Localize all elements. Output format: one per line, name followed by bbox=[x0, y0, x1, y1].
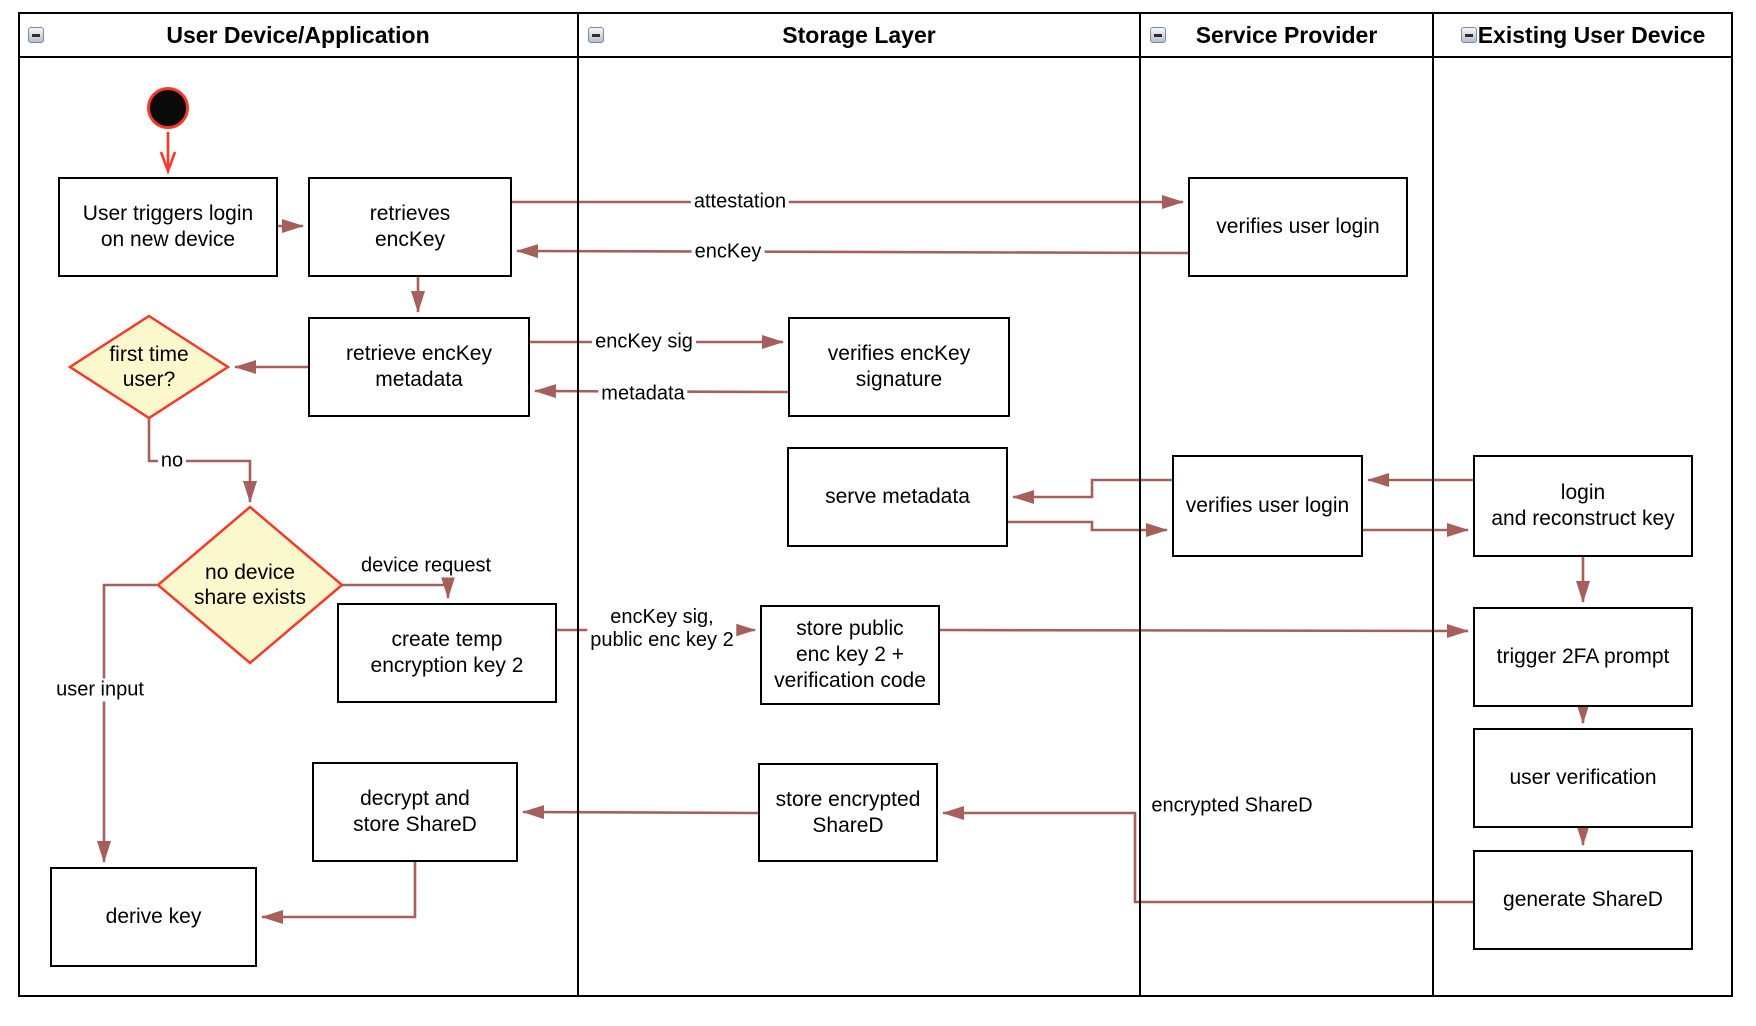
lane-title: Existing User Device bbox=[1477, 21, 1706, 48]
node-create-temp-key2[interactable]: create temp encryption key 2 bbox=[337, 603, 557, 703]
node-store-public-key2[interactable]: store public enc key 2 + verification co… bbox=[760, 605, 940, 705]
node-no-device-share[interactable] bbox=[156, 505, 344, 665]
node-user-verification[interactable]: user verification bbox=[1473, 728, 1693, 828]
lane-header-service-provider[interactable]: Service Provider bbox=[1140, 14, 1433, 56]
node-user-triggers-login[interactable]: User triggers login on new device bbox=[58, 177, 278, 277]
node-derive-key[interactable]: derive key bbox=[50, 867, 257, 967]
lane-header-user-device-application[interactable]: User Device/Application bbox=[18, 14, 578, 56]
node-verifies-signature[interactable]: verifies encKey signature bbox=[788, 317, 1010, 417]
edge-label-attestation: attestation bbox=[690, 190, 790, 214]
lane-title: Storage Layer bbox=[782, 21, 936, 48]
edge-label-enckey-sig: encKey sig bbox=[592, 330, 696, 354]
lane-divider bbox=[1139, 12, 1141, 997]
edge-verifies2-to-serve bbox=[1012, 478, 1172, 504]
edge-storepub-to-2fa bbox=[939, 623, 1469, 638]
edge-storeenc-to-decrypt bbox=[522, 805, 759, 820]
node-label-no-device-share: no device share exists bbox=[193, 561, 307, 609]
edge-firsttime-no bbox=[147, 418, 257, 503]
edge-label-encrypted-shared: encrypted ShareD bbox=[1148, 794, 1316, 818]
edge-label-firsttime-no: no bbox=[157, 449, 187, 473]
header-divider bbox=[18, 56, 1733, 58]
lane-header-storage-layer[interactable]: Storage Layer bbox=[578, 14, 1140, 56]
node-store-encrypted-shared[interactable]: store encrypted ShareD bbox=[758, 763, 938, 862]
node-start-icon[interactable] bbox=[147, 87, 189, 129]
node-retrieve-metadata[interactable]: retrieve encKey metadata bbox=[308, 317, 530, 417]
edge-enckey-return bbox=[516, 244, 1189, 259]
edge-encrypted-shared bbox=[942, 806, 1473, 904]
collapse-minus-icon[interactable] bbox=[28, 27, 44, 43]
collapse-minus-icon[interactable] bbox=[1460, 27, 1477, 43]
edge-decrypt-to-derive bbox=[261, 862, 417, 924]
edge-label-enckey-return: encKey bbox=[691, 240, 765, 264]
edge-device-request bbox=[342, 577, 455, 599]
node-verifies-user-login-1[interactable]: verifies user login bbox=[1188, 177, 1408, 277]
edge-serve-to-verifies2 bbox=[1008, 520, 1168, 537]
diagram-border bbox=[18, 12, 1733, 997]
lane-divider bbox=[577, 12, 579, 997]
node-trigger-2fa-prompt[interactable]: trigger 2FA prompt bbox=[1473, 607, 1693, 707]
node-verifies-user-login-2[interactable]: verifies user login bbox=[1172, 455, 1363, 557]
edge-label-metadata-return: metadata bbox=[598, 382, 688, 406]
collapse-minus-icon[interactable] bbox=[1150, 27, 1166, 43]
lane-title: Service Provider bbox=[1195, 21, 1378, 48]
collapse-minus-icon[interactable] bbox=[588, 27, 604, 43]
lane-header-existing-user-device[interactable]: Existing User Device bbox=[1433, 14, 1733, 56]
edge-label-device-request: device request bbox=[357, 554, 495, 578]
node-login-reconstruct-key[interactable]: login and reconstruct key bbox=[1473, 455, 1693, 557]
node-generate-shared[interactable]: generate ShareD bbox=[1473, 850, 1693, 950]
node-label-first-time-user: first time user? bbox=[109, 343, 189, 391]
node-first-time-user[interactable] bbox=[67, 314, 231, 420]
lane-title: User Device/Application bbox=[166, 21, 430, 48]
edge-user-input bbox=[97, 583, 158, 863]
node-retrieves-enckey[interactable]: retrieves encKey bbox=[308, 177, 512, 277]
node-serve-metadata[interactable]: serve metadata bbox=[787, 447, 1008, 547]
node-decrypt-store-shared[interactable]: decrypt and store ShareD bbox=[312, 762, 518, 862]
edge-label-enckey-sig-pubkey2: encKey sig, public enc key 2 bbox=[587, 606, 737, 652]
lane-divider bbox=[1432, 12, 1434, 997]
edge-label-user-input: user input bbox=[53, 678, 147, 702]
